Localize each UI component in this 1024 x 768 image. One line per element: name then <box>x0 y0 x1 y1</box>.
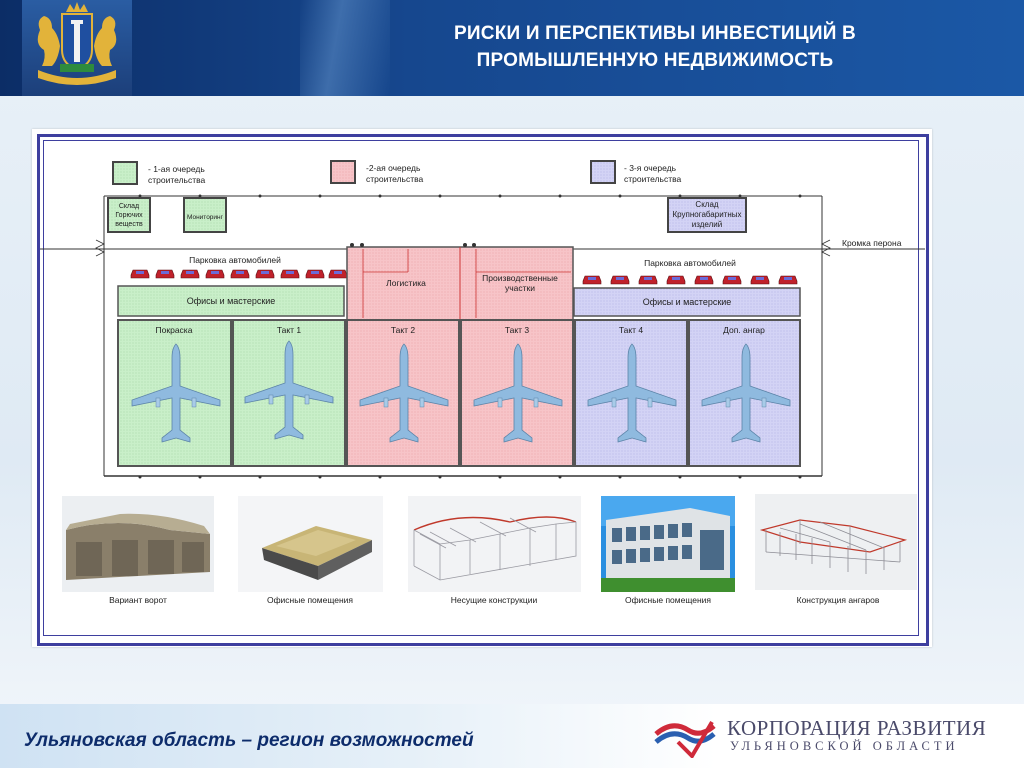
offices-left-building <box>117 285 345 317</box>
kromka-label: Кромка перона <box>842 238 902 248</box>
photo-office-render <box>238 496 383 592</box>
title-line-2: ПРОМЫШЛЕННУЮ НЕДВИЖИМОСТЬ <box>476 50 834 71</box>
sklad-gsm-label-2: Горючих <box>115 212 143 219</box>
photo-caption-3: Несущие конструкции <box>451 595 538 605</box>
parking-right-cars <box>582 275 798 285</box>
legend-label-1a: - 1-ая очередь <box>148 164 205 174</box>
hangar-label-2: Такт 1 <box>277 325 302 335</box>
monitor-building <box>183 197 227 233</box>
corporation-name-line-1: КОРПОРАЦИЯ РАЗВИТИЯ <box>727 716 987 740</box>
parking-left-cars <box>130 269 348 279</box>
logistics-label: Логистика <box>386 278 426 288</box>
footer-slogan: Ульяновская область – регион возможносте… <box>24 730 474 751</box>
coat-of-arms <box>22 0 132 96</box>
photo-caption-4: Офисные помещения <box>625 595 711 605</box>
legend-swatch-blue <box>590 160 616 184</box>
corporation-name-line-2: УЛЬЯНОВСКОЙ ОБЛАСТИ <box>730 739 959 753</box>
sklad-large-label-2: Крупногабаритных <box>672 210 741 219</box>
photo-caption-1: Вариант ворот <box>109 595 167 605</box>
photo-hangar-gate <box>62 496 214 592</box>
header-wave-decoration <box>300 0 390 96</box>
fence-break-left <box>95 239 105 257</box>
sklad-gsm-building <box>107 197 151 233</box>
page-title: РИСКИ И ПЕРСПЕКТИВЫ ИНВЕСТИЦИЙ В ПРОМЫШЛ… <box>330 20 980 74</box>
production-label-1: Производственные <box>482 273 558 283</box>
legend-label-3b: строительства <box>624 174 682 184</box>
photo-caption-2: Офисные помещения <box>267 595 353 605</box>
offices-right-label: Офисы и мастерские <box>643 297 732 307</box>
photo-hangar-construction <box>755 494 917 590</box>
legend-swatch-pink <box>330 160 356 184</box>
hangar-label-1: Покраска <box>156 325 193 335</box>
hangar-label-3: Такт 2 <box>391 325 416 335</box>
legend-label-1b: строительства <box>148 175 206 185</box>
offices-left-label: Офисы и мастерские <box>187 296 276 306</box>
header-bar <box>0 0 1024 96</box>
fence-posts <box>138 194 802 198</box>
legend-label-2a: -2-ая очередь <box>366 163 421 173</box>
hangar-label-6: Доп. ангар <box>723 325 765 335</box>
coat-of-arms-icon <box>37 2 117 85</box>
hangar-takt-2 <box>346 319 460 467</box>
sklad-gsm-label-1: Склад <box>119 203 139 210</box>
fence-break-right <box>821 239 831 257</box>
legend-swatch-green <box>112 161 138 185</box>
hangars: Покраска Такт 1 Такт 2 Такт 3 Такт 4 Доп… <box>117 319 801 467</box>
legend-label-3a: - 3-я очередь <box>624 163 677 173</box>
sklad-large-label-1: Склад <box>695 200 718 209</box>
photo-office-building <box>601 496 735 592</box>
panel-frame-outer <box>37 134 929 646</box>
sklad-gsm-label-3: веществ <box>115 221 143 228</box>
legend-label-2b: строительства <box>366 174 424 184</box>
hangar-label-5: Такт 4 <box>619 325 644 335</box>
monitor-label: Мониторинг <box>187 214 224 221</box>
sklad-large-label-3: изделий <box>692 220 722 229</box>
sklad-large-building <box>667 197 747 233</box>
photo-caption-5: Конструкция ангаров <box>797 595 880 605</box>
hangar-label-4: Такт 3 <box>505 325 530 335</box>
offices-right-building <box>573 287 801 317</box>
parking-left-label: Парковка автомобилей <box>189 255 281 265</box>
title-line-1: РИСКИ И ПЕРСПЕКТИВЫ ИНВЕСТИЦИЙ В <box>454 23 856 44</box>
production-label-2: участки <box>505 283 535 293</box>
footer-bar <box>0 704 1024 768</box>
photo-steel-structure <box>408 496 581 592</box>
corporation-logo-icon <box>654 720 716 758</box>
legend: - 1-ая очередь строительства -2-ая очере… <box>112 160 682 185</box>
fence-posts-bottom <box>138 475 802 479</box>
parking-right-label: Парковка автомобилей <box>644 258 736 268</box>
panel-frame-inner <box>43 140 919 636</box>
